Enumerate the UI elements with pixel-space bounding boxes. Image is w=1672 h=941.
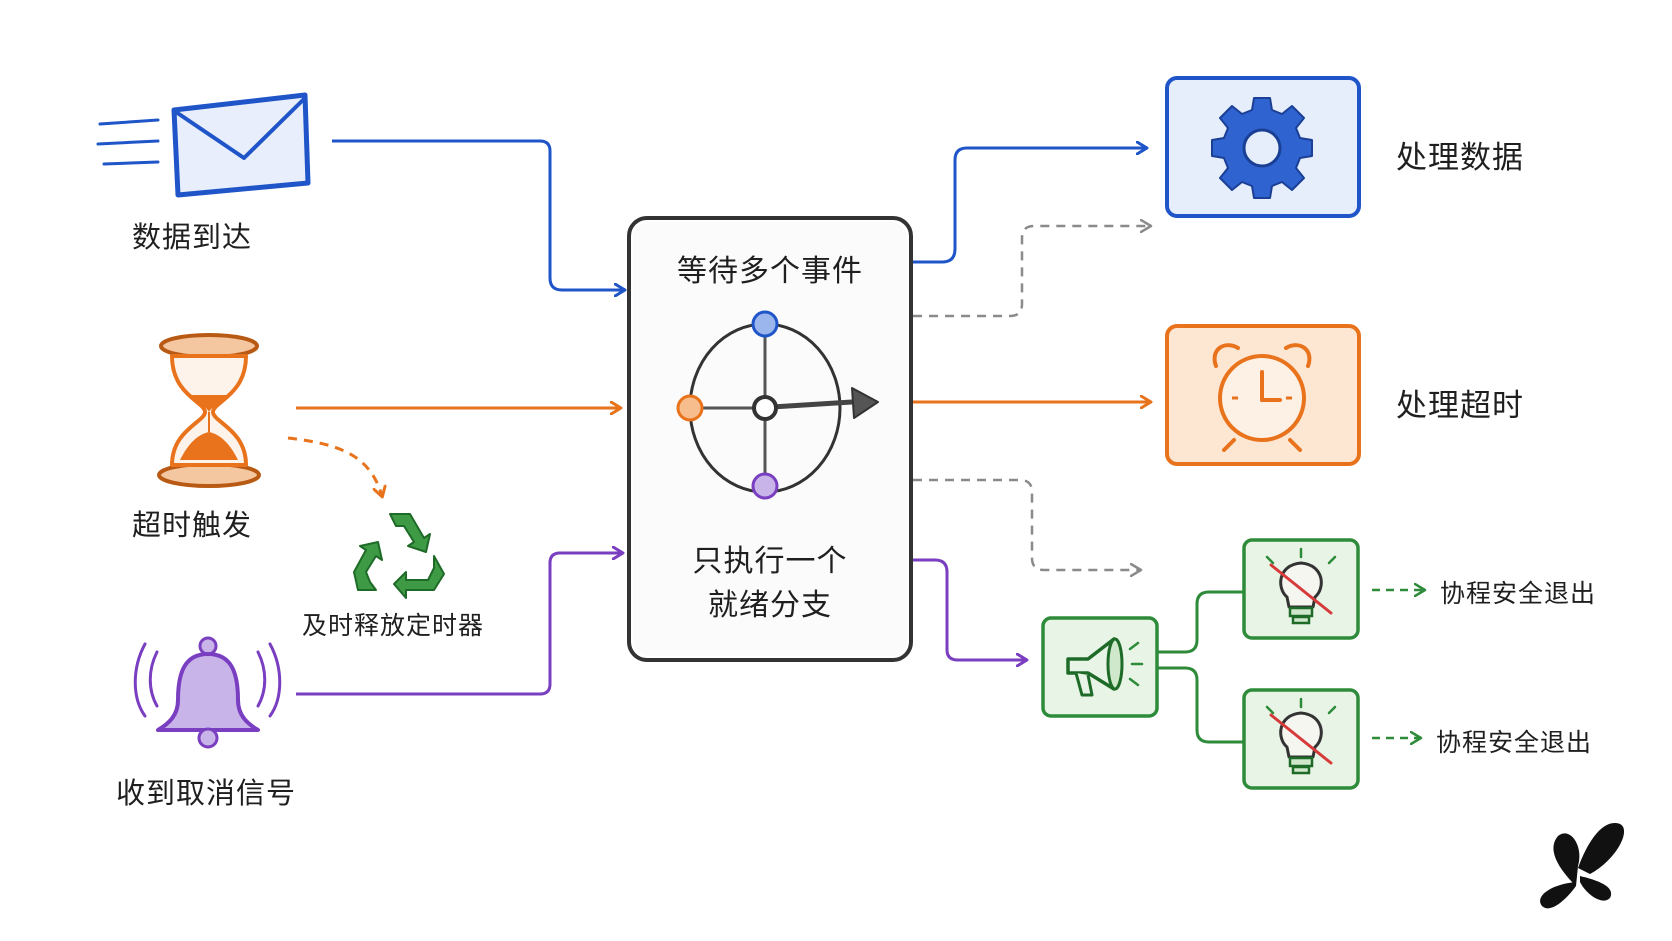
- bell-icon: [133, 636, 282, 749]
- select-box-title: 等待多个事件: [677, 254, 863, 289]
- envelope-icon: [96, 92, 311, 198]
- label-exit-bottom: 协程安全退出: [1436, 728, 1593, 757]
- branch-line-top: [1157, 590, 1244, 654]
- branch-line-bottom: [1157, 666, 1244, 744]
- release-timer-arrow: [287, 436, 382, 496]
- cancel-out-arrow: [913, 558, 1026, 660]
- data-arrival-arrow: [332, 139, 624, 290]
- gear-icon: [1211, 97, 1313, 199]
- label-data-arrival: 数据到达: [132, 220, 253, 254]
- label-timeout-trigger: 超时触发: [132, 508, 253, 542]
- select-box-subtitle-line1: 只执行一个: [692, 544, 848, 579]
- label-release-timer: 及时释放定时器: [302, 611, 485, 640]
- label-process-timeout: 处理超时: [1396, 388, 1524, 424]
- skip-arrow-bottom: [913, 478, 1140, 570]
- alarm-clock-icon: [1212, 343, 1312, 452]
- label-cancel-signal: 收到取消信号: [116, 776, 297, 810]
- process-data-arrow: [913, 148, 1146, 264]
- select-box-subtitle: 只执行一个 就绪分支: [625, 540, 915, 628]
- megaphone-icon: [1066, 637, 1144, 697]
- butterfly-logo-icon: [1540, 823, 1625, 909]
- bulb-off-icon: [1265, 547, 1337, 625]
- cancel-arrow: [296, 553, 622, 696]
- skip-arrow-top: [913, 226, 1150, 318]
- select-box: [627, 216, 913, 662]
- label-exit-top: 协程安全退出: [1440, 579, 1597, 608]
- select-box-subtitle-line2: 就绪分支: [708, 588, 832, 623]
- recycle-icon: [353, 513, 445, 599]
- hourglass-icon: [157, 333, 261, 488]
- select-dial-icon: [676, 310, 879, 500]
- label-process-data: 处理数据: [1396, 140, 1524, 176]
- bulb-off-icon: [1265, 697, 1337, 775]
